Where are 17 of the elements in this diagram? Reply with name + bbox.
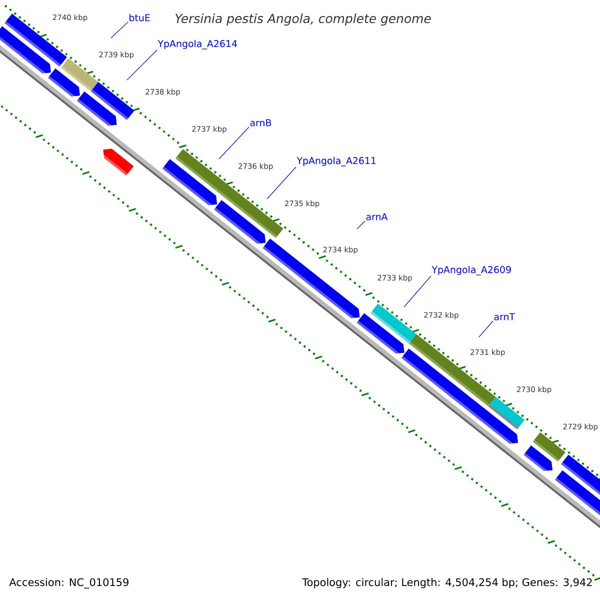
gene-label: YpAngola_A2614 [158,40,237,50]
gene-label: arnB [250,119,272,126]
leader-line [110,22,128,38]
gene-label: btuE [130,14,150,22]
gene-label: arnA [366,213,388,220]
gene-label: YpAngola_A2609 [432,266,511,276]
leader-line [126,50,158,80]
gene-label: arnT [494,313,516,320]
leader-line [356,220,366,230]
leader-line [266,166,296,200]
leader-line [478,320,494,338]
leader-line [218,126,250,160]
accession-text: Accession: NC_010159 [9,578,128,588]
genome-info-text: Topology: circular; Length: 4,504,254 bp; Genes: 3,942 [302,578,592,588]
gene-label: YpAngola_A2611 [296,156,376,166]
title: Yersinia pestis Angola, complete genome [175,14,431,26]
leader-line [404,276,432,308]
